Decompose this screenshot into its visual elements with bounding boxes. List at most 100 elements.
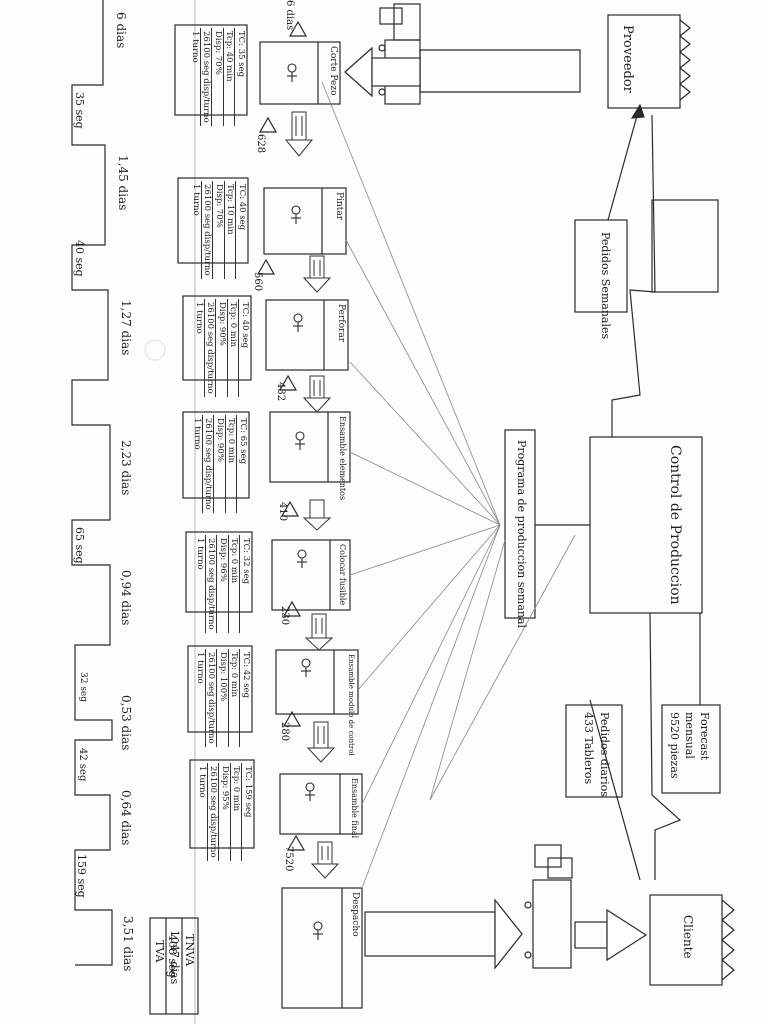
forecast-label: Forecast mensual 9520 piezas (667, 712, 712, 779)
process-box-1 (259, 41, 341, 105)
info-line-supplier (611, 114, 656, 437)
inventory-value-2: 628 (255, 134, 266, 154)
process-box-2 (263, 187, 347, 255)
outbound-truck (364, 844, 648, 970)
data-shift: 1 turno (197, 766, 207, 798)
inventory-triangle-5 (280, 500, 300, 517)
timeline-lead-8: 3,51 dias (121, 916, 135, 972)
production-control-box (589, 436, 703, 614)
forecast-line-2: mensual (683, 712, 696, 759)
data-disp: Disp: 95% (218, 763, 230, 861)
data-disp: Disp: 100% (216, 649, 228, 747)
timeline-cycle-5: 32 seg (78, 672, 88, 703)
daily-orders-box (565, 704, 623, 798)
data-disp: Disp: 70% (212, 181, 224, 279)
inventory-triangle-7 (282, 710, 302, 727)
supplier-factory (607, 14, 691, 109)
data-disp: Disp: 90% (215, 299, 227, 397)
inventory-triangle-6 (282, 600, 302, 617)
data-box-7: TC: 159 seg Tcp: 0 min Disp: 95% 26100 s… (197, 763, 253, 861)
inventory-value-8: 7520 (283, 846, 294, 872)
data-tcp: Tcp: 0 min (227, 299, 239, 397)
data-tc: TC: 42 seg (239, 649, 251, 747)
data-avail: 26100 seg disp/turno (200, 28, 212, 126)
data-tcp: Tcp: 40 min (223, 28, 235, 126)
data-shift: 1 turno (194, 302, 204, 334)
timeline-lead-4: 2,23 dias (119, 440, 133, 496)
timeline-cycle-1: 35 seg (73, 92, 86, 129)
inventory-triangle-4 (278, 374, 298, 391)
data-box-outline-3 (182, 295, 252, 381)
timeline-lead-7: 0,64 dias (119, 790, 133, 846)
timeline-lead-2: 1,45 dias (116, 155, 130, 211)
tva-value: 408 seg (166, 934, 179, 978)
data-shift: 1 turno (190, 31, 200, 63)
data-box-outline-1 (174, 24, 248, 116)
push-arrows (284, 111, 340, 879)
info-line-daily (589, 699, 641, 881)
inventory-value-4: 432 (275, 382, 286, 402)
data-tc: TC: 40 seg (238, 299, 250, 397)
data-avail: 26100 seg disp/turno (207, 763, 219, 861)
daily-orders-line-1: Pedidos diarios (598, 712, 611, 797)
inventory-triangle-1 (288, 20, 308, 37)
inventory-triangle-2 (258, 116, 278, 133)
supplier-label: Proveedor (620, 25, 635, 93)
data-shift: 1 turno (195, 538, 205, 570)
inventory-triangle-3 (256, 258, 276, 275)
data-disp: Disp: 90% (213, 415, 225, 513)
data-tcp: Tcp: 0 min (225, 415, 237, 513)
timeline-cycle-4: 65 seg (73, 527, 86, 564)
inventory-value-6: 230 (279, 606, 290, 626)
data-tc: TC: 65 seg (236, 415, 248, 513)
data-shift: 1 turno (191, 184, 201, 216)
process-box-4 (269, 411, 351, 483)
supplier-orders-box (574, 219, 628, 313)
process-title-1: Corte Pezo (328, 46, 338, 96)
inventory-value-1: 6 dias (284, 0, 295, 31)
process-title-2: Pintar (334, 192, 344, 221)
data-tcp: Tcp: 0 min (230, 763, 242, 861)
data-disp: Disp: 96% (216, 535, 228, 633)
data-tcp: Tcp: 0 min (228, 649, 240, 747)
process-box-3 (265, 299, 349, 371)
process-title-8: Despacho (350, 892, 360, 937)
data-avail: 26100 seg disp/turno (205, 649, 217, 747)
data-tc: TC: 35 seg (234, 28, 246, 126)
totals-box (149, 917, 199, 1015)
data-box-2: TC: 40 seg Tcp: 10 min Disp: 70% 26100 s… (191, 181, 247, 279)
data-avail: 26100 seg disp/turno (201, 181, 213, 279)
inventory-value-3: 560 (252, 272, 263, 292)
daily-orders-label: Pedidos diarios 433 Tableros (580, 712, 612, 797)
timeline-lead-3: 1,27 dias (119, 300, 133, 356)
timeline-lead-1: 6 dias (114, 12, 128, 49)
tnva-label: TNVA (183, 934, 196, 967)
data-tcp: Tcp: 10 min (224, 181, 236, 279)
data-box-5: TC: 32 seg Tcp: 0 min Disp: 96% 26100 se… (195, 535, 251, 633)
data-avail: 26100 seg disp/turno (204, 299, 216, 397)
tva-label: TVA (153, 940, 166, 963)
timeline-lead-6: 0,53 dias (119, 695, 133, 751)
timeline-cycle-6: 42 seg (77, 748, 88, 782)
operator-icons (287, 63, 323, 940)
forecast-line-3: 9520 piezas (668, 712, 681, 779)
arrowhead-supplier (630, 103, 645, 119)
process-title-6: Ensamble modulo de control (347, 654, 355, 756)
daily-orders-line-2: 433 Tableros (582, 712, 595, 785)
data-box-4: TC: 65 seg Tcp: 0 min Disp: 90% 26100 se… (192, 415, 248, 513)
forecast-box (661, 704, 721, 794)
weekly-program-box (504, 429, 536, 619)
info-line-customer (649, 612, 682, 880)
inventory-value-5: 410 (277, 502, 288, 522)
production-control-label: Control de Produccion (667, 445, 683, 605)
supplier-orders-label: Pedidos Semanales (599, 232, 612, 340)
timeline-lead-5: 0,94 dias (119, 570, 133, 626)
data-tc: TC: 32 seg (239, 535, 251, 633)
timeline-cycle-2: 40 seg (73, 240, 86, 277)
inventory-triangle-8 (286, 834, 306, 851)
data-box-3: TC: 40 seg Tcp: 0 min Disp: 90% 26100 se… (194, 299, 250, 397)
data-tcp: Tcp: 0 min (228, 535, 240, 633)
inventory-value-7: 280 (279, 722, 290, 742)
